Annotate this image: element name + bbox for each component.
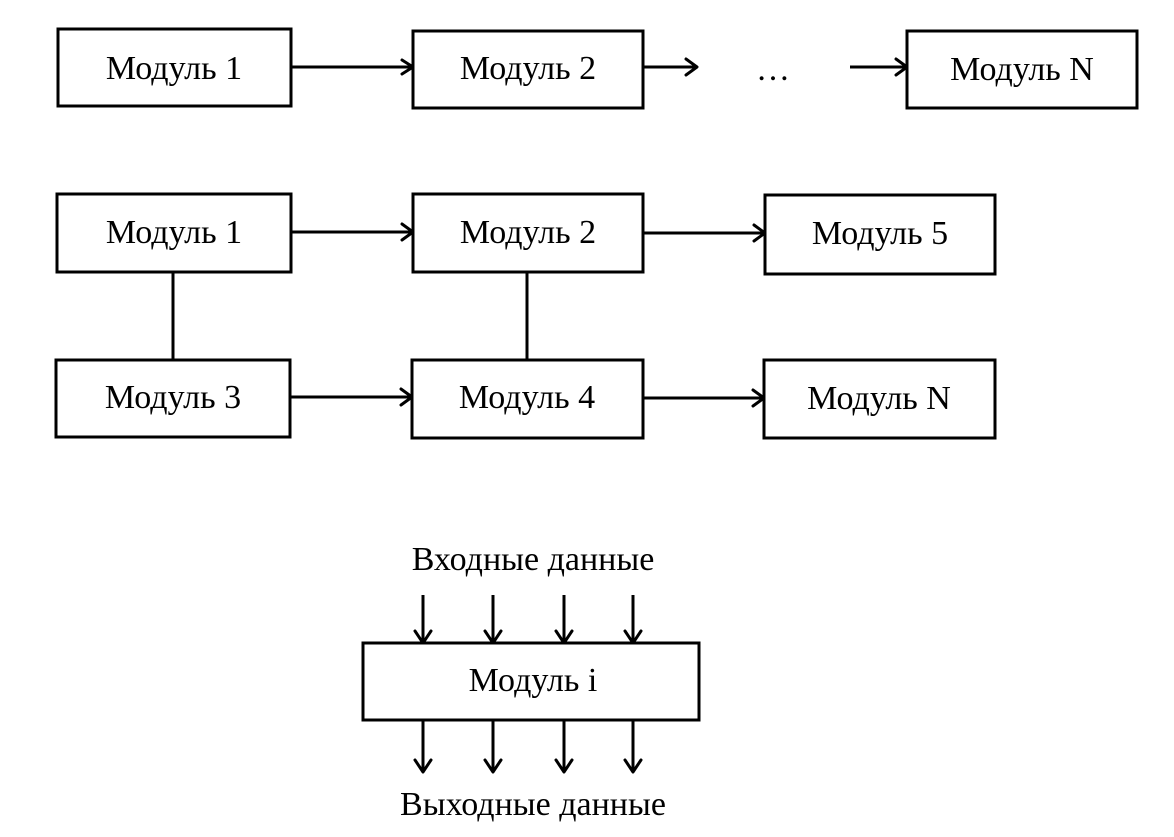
net-module-4-label: Модуль 4 [459, 379, 595, 416]
input-data-label: Входные данные [412, 541, 655, 578]
net-module-3-box [54, 358, 292, 439]
net-module-3-label: Модуль 3 [105, 379, 241, 416]
net-module-n-label: Модуль N [807, 380, 951, 417]
output-data-label: Выходные данные [400, 786, 666, 823]
single-module-diagram: Входные данные Модуль i Выходные данные [361, 541, 701, 823]
net-module-5-label: Модуль 5 [812, 215, 948, 252]
seq-module-n-box [905, 29, 1139, 110]
seq-module-2-box [411, 29, 645, 110]
output-arrows [413, 720, 643, 774]
net-module-n-box [762, 358, 997, 440]
sequential-diagram: Модуль 1 Модуль 2 … Модуль N [56, 27, 1139, 110]
seq-ellipsis: … [756, 51, 790, 88]
seq-module-1-label: Модуль 1 [106, 50, 242, 87]
seq-module-n-label: Модуль N [950, 51, 1094, 88]
network-diagram: Модуль 1 Модуль 2 Модуль 5 Модуль 3 Моду… [54, 192, 997, 440]
net-module-1-label: Модуль 1 [106, 214, 242, 251]
arrow-down-icon [483, 758, 503, 774]
module-i-box [361, 641, 701, 722]
arrow-down-icon [554, 758, 574, 774]
arrow-down-icon [623, 758, 643, 774]
seq-module-1-box [56, 27, 293, 108]
input-arrows [413, 595, 643, 645]
arrow-head-icon [684, 57, 699, 77]
net-module-2-label: Модуль 2 [460, 214, 596, 251]
arrow-down-icon [413, 758, 433, 774]
seq-module-2-label: Модуль 2 [460, 50, 596, 87]
net-module-5-box [763, 193, 997, 276]
module-i-label: Модуль i [469, 662, 598, 699]
net-module-2-box [411, 192, 645, 274]
net-module-4-box [410, 358, 645, 440]
